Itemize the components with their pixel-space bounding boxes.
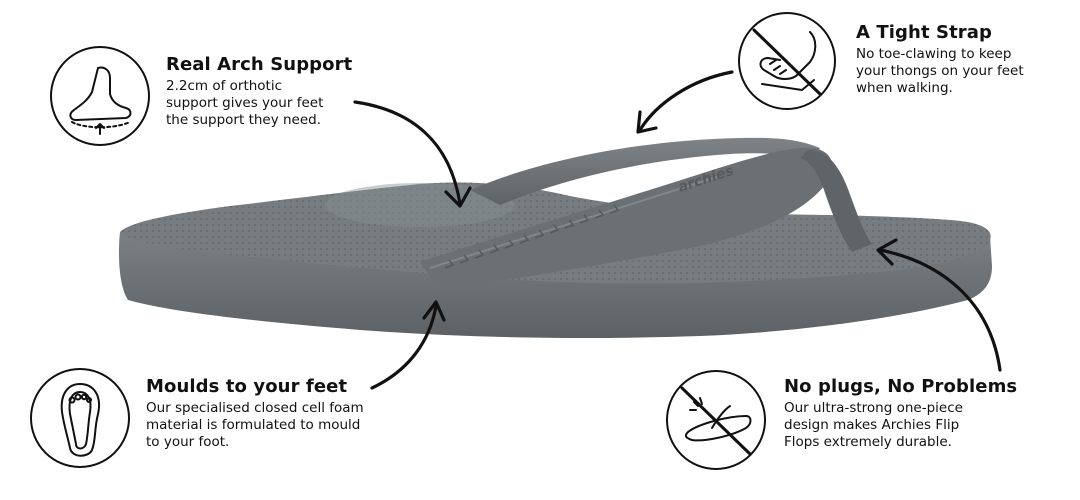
feature-desc-arch: 2.2cm of orthotic support gives your fee… bbox=[166, 78, 324, 128]
callout-moulds: Moulds to your feet Our specialised clos… bbox=[146, 376, 364, 451]
feature-title-moulds: Moulds to your feet bbox=[146, 376, 348, 397]
no-toe-claw-icon bbox=[738, 12, 836, 110]
feature-title-arch: Real Arch Support bbox=[166, 54, 353, 75]
feature-desc-strap: No toe-clawing to keep your thongs on yo… bbox=[856, 46, 1024, 96]
feature-title-strap: A Tight Strap bbox=[856, 22, 992, 43]
feature-title-plugs: No plugs, No Problems bbox=[784, 376, 1018, 397]
strap-rear bbox=[470, 137, 820, 205]
toe-post bbox=[800, 150, 872, 252]
foot-arch-icon bbox=[50, 46, 150, 146]
strap-front bbox=[420, 147, 833, 290]
footprint-insole-icon bbox=[30, 368, 130, 468]
feature-desc-plugs: Our ultra-strong one-piece design makes … bbox=[784, 400, 963, 450]
callout-plugs: No plugs, No Problems Our ultra-strong o… bbox=[784, 376, 1017, 451]
callout-arch: Real Arch Support 2.2cm of orthotic supp… bbox=[166, 54, 352, 129]
feature-desc-moulds: Our specialised closed cell foam materia… bbox=[146, 400, 364, 450]
callout-strap: A Tight Strap No toe-clawing to keep you… bbox=[856, 22, 1024, 97]
no-plug-sandal-icon bbox=[666, 370, 766, 470]
